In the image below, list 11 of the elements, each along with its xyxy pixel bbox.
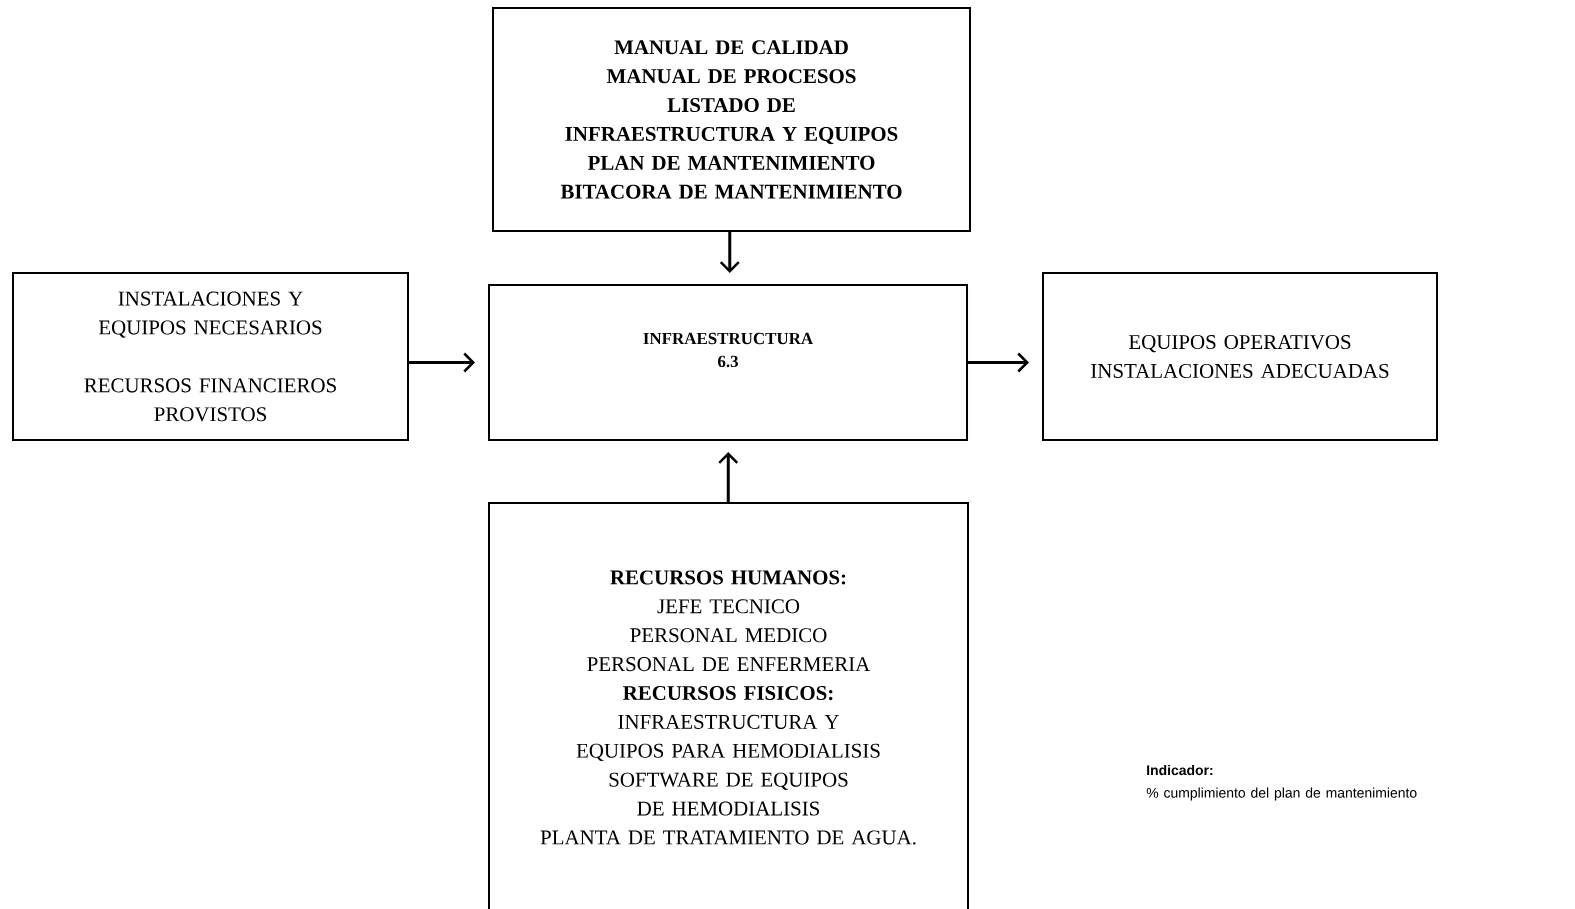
arrow — [718, 452, 739, 503]
note-text: % cumplimiento del plan de mantenimiento — [1146, 787, 1417, 801]
box: EQUIPOS OPERATIVOS INSTALACIONES ADECUADAS — [1042, 272, 1438, 441]
box: INSTALACIONES Y EQUIPOS NECESARIOS RECURSOS FINANCIEROS PROVISTOS — [12, 272, 409, 441]
note-text: Indicador: — [1147, 764, 1213, 776]
box: MANUAL DE CALIDAD MANUAL DE PROCESOS LISTADO DE INFRAESTRUCTURA Y EQUIPOS PLAN DE MANTENIMIENTO BITACORA DE MANTENIMIENTO — [492, 7, 971, 232]
box: RECURSOS HUMANOS: JEFE TECNICO PERSONAL MEDICO PERSONAL DE ENFERMERIA RECURSOS FISICOS: INFRAESTRUCTURA Y EQUIPOS PARA HEMODIALISIS SOFTWARE DE EQUIPOS DE HEMODIALISIS PLANTA DE TRATAMIENTO DE AGUA. — [488, 502, 969, 909]
box: INFRAESTRUCTURA 6.3 — [488, 284, 968, 441]
arrow — [719, 231, 740, 273]
arrow — [967, 352, 1029, 373]
arrow — [408, 352, 475, 373]
